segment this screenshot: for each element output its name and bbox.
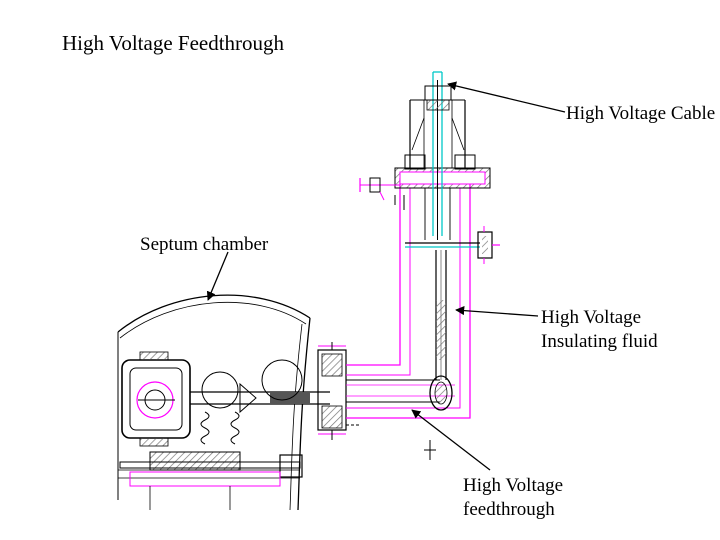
label-insulating-fluid-line2: Insulating fluid bbox=[541, 331, 658, 352]
label-feedthrough-line1: High Voltage bbox=[463, 475, 564, 496]
insulator-rod bbox=[429, 250, 453, 411]
label-feedthrough-line2: feedthrough bbox=[463, 499, 555, 520]
callout-arrows bbox=[206, 81, 566, 471]
feedthrough-connector bbox=[346, 424, 436, 460]
insulating-fluid-vessel bbox=[346, 178, 500, 419]
arrow-to-fluid bbox=[455, 306, 539, 317]
label-feedthrough: High Voltage feedthrough bbox=[463, 474, 563, 522]
label-insulating-fluid: High Voltage Insulating fluid bbox=[541, 306, 658, 354]
arrow-to-feedthrough bbox=[411, 409, 491, 471]
cable-entry-assembly bbox=[359, 71, 491, 240]
septum-chamber bbox=[117, 294, 330, 511]
label-high-voltage-cable: High Voltage Cable bbox=[566, 103, 716, 124]
label-septum-chamber: Septum chamber bbox=[140, 234, 269, 255]
arrow-to-cable bbox=[447, 81, 566, 113]
page-title: High Voltage Feedthrough bbox=[62, 31, 285, 55]
label-insulating-fluid-line1: High Voltage bbox=[541, 307, 642, 328]
chamber-flange bbox=[317, 342, 347, 440]
arrow-to-septum bbox=[206, 251, 229, 301]
